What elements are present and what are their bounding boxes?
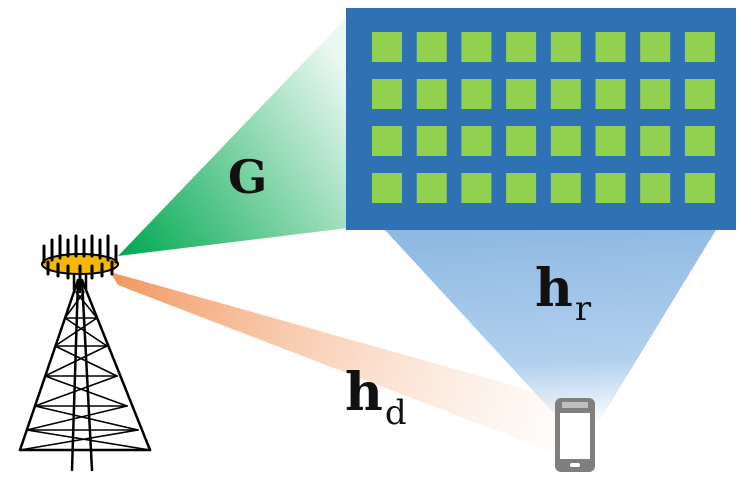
ris-element: [461, 32, 492, 62]
ris-element: [461, 173, 492, 203]
base-station-tower: [18, 264, 152, 472]
ris-element: [595, 173, 626, 203]
ris-element: [550, 126, 581, 156]
ris-element: [372, 32, 402, 62]
ris-element: [461, 79, 492, 109]
ris-element: [372, 173, 402, 203]
beam-g: [118, 16, 348, 256]
ris-element: [550, 79, 581, 109]
channel-label-hd-main: h: [345, 362, 383, 423]
ris-element: [684, 79, 715, 109]
ris-element: [684, 32, 715, 62]
channel-label-g: G: [228, 150, 268, 204]
ris-element: [506, 173, 537, 203]
ris-element: [461, 126, 492, 156]
ris-element: [640, 126, 671, 156]
ris-element: [372, 79, 402, 109]
ris-element: [416, 32, 447, 62]
channel-label-hr: hr: [535, 258, 591, 329]
ris-element: [506, 79, 537, 109]
channel-label-hr-main: h: [535, 258, 573, 319]
ris-element: [416, 126, 447, 156]
ris-element: [595, 79, 626, 109]
beam-hr: [385, 230, 716, 420]
ris-panel: [346, 8, 736, 230]
ris-element: [684, 126, 715, 156]
ris-element: [416, 173, 447, 203]
channel-label-hd: hd: [345, 362, 407, 433]
channel-label-hd-sub: d: [384, 393, 407, 433]
ris-element: [550, 32, 581, 62]
ris-element: [595, 32, 626, 62]
ris-element: [640, 32, 671, 62]
smartphone-icon: [555, 398, 595, 472]
ris-element: [595, 126, 626, 156]
antenna-array-icon: [41, 234, 119, 280]
beam-hd: [110, 272, 565, 455]
ris-element: [550, 173, 581, 203]
ris-element: [684, 173, 715, 203]
ris-element: [506, 32, 537, 62]
channel-label-hr-sub: r: [574, 289, 592, 329]
ris-element: [640, 79, 671, 109]
ris-element: [416, 79, 447, 109]
ris-element: [640, 173, 671, 203]
ris-element: [372, 126, 402, 156]
ris-element: [506, 126, 537, 156]
ris-element-grid: [372, 32, 715, 203]
